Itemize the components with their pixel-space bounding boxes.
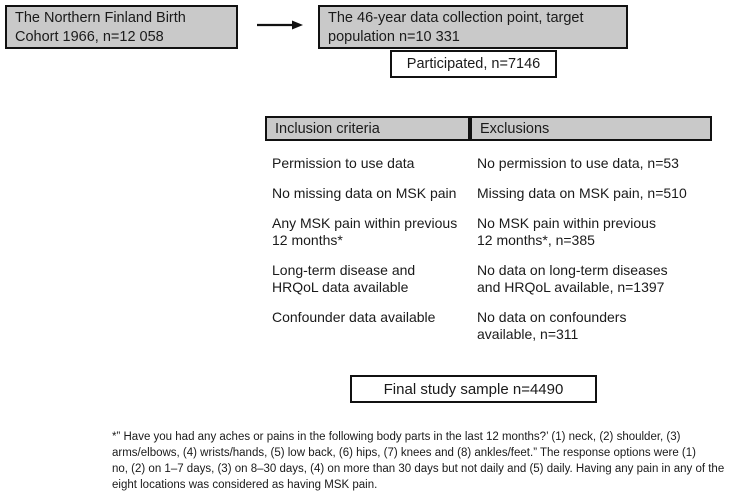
table-row: Any MSK pain within previous 12 months* … bbox=[272, 215, 717, 249]
footnote: *” Have you had any aches or pains in th… bbox=[112, 431, 725, 491]
criteria-table: Permission to use data No permission to … bbox=[272, 155, 717, 356]
exclusion-cell: Missing data on MSK pain, n=510 bbox=[477, 185, 687, 201]
table-row: No missing data on MSK pain Missing data… bbox=[272, 185, 717, 202]
inclusion-criteria-header: Inclusion criteria bbox=[265, 116, 470, 141]
exclusion-cell: No MSK pain within previous 12 months*, … bbox=[477, 215, 656, 248]
inclusion-cell: Permission to use data bbox=[272, 155, 415, 171]
table-row: Permission to use data No permission to … bbox=[272, 155, 717, 172]
exclusion-cell: No data on confounders available, n=311 bbox=[477, 309, 627, 342]
table-row: Confounder data available No data on con… bbox=[272, 309, 717, 343]
inclusion-cell: Long-term disease and HRQoL data availab… bbox=[272, 262, 416, 295]
participated-box: Participated, n=7146 bbox=[390, 50, 557, 78]
exclusion-cell: No data on long-term diseases and HRQoL … bbox=[477, 262, 668, 295]
inclusion-cell: Any MSK pain within previous 12 months* bbox=[272, 215, 458, 248]
exclusion-cell: No permission to use data, n=53 bbox=[477, 155, 679, 171]
final-sample-box: Final study sample n=4490 bbox=[350, 375, 597, 403]
target-population-box: The 46-year data collection point, targe… bbox=[318, 5, 628, 49]
right-arrow-icon bbox=[256, 17, 304, 33]
table-row: Long-term disease and HRQoL data availab… bbox=[272, 262, 717, 296]
exclusions-header: Exclusions bbox=[470, 116, 712, 141]
inclusion-cell: No missing data on MSK pain bbox=[272, 185, 457, 201]
cohort-box: The Northern Finland Birth Cohort 1966, … bbox=[5, 5, 238, 49]
inclusion-cell: Confounder data available bbox=[272, 309, 436, 325]
